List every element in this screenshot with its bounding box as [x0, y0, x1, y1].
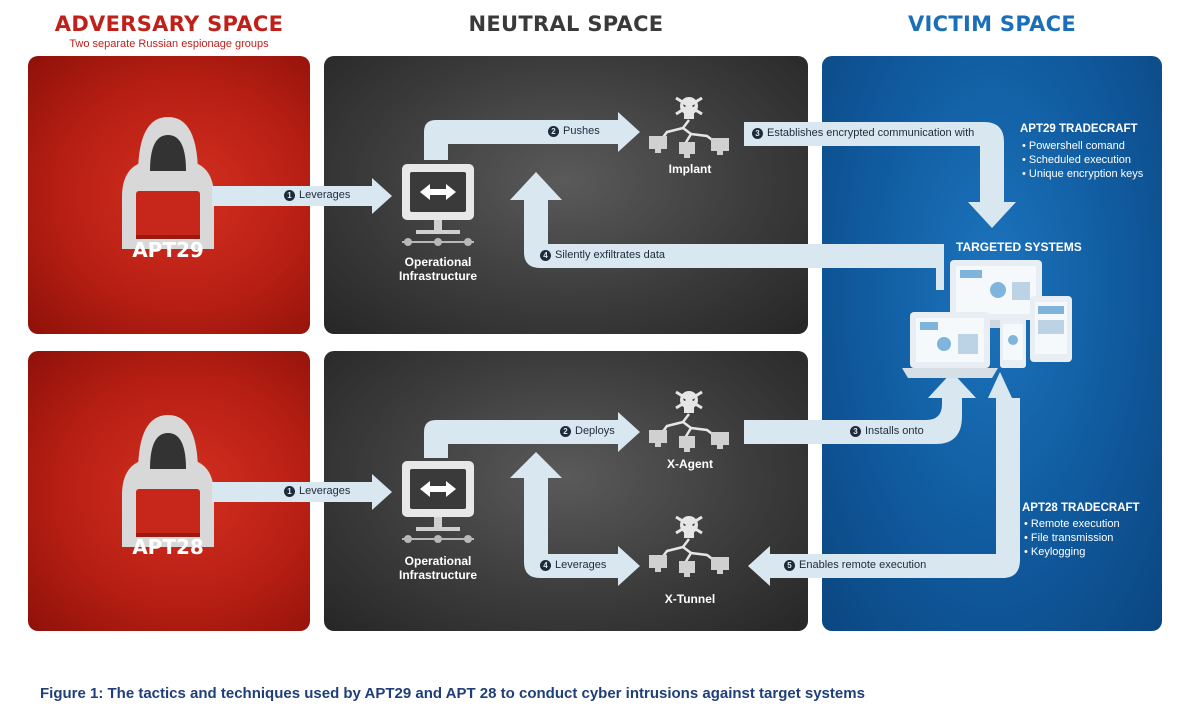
- apt29-tradecraft-item: • Scheduled execution: [1022, 154, 1132, 166]
- flow-arrows: [212, 112, 1020, 586]
- bottom-step-2-text: Deploys: [575, 425, 615, 437]
- bottom-step-5-text: Enables remote execution: [799, 559, 927, 571]
- bottom-step-3: 3 Installs onto: [850, 425, 924, 437]
- bottom-step-4-text: Leverages: [555, 559, 607, 571]
- bottom-step-3-number: 3: [850, 425, 861, 437]
- apt29-tradecraft-item: • Powershell comand: [1022, 140, 1125, 152]
- top-step-1-text: Leverages: [299, 189, 351, 201]
- bottom-step-4: 4 Leverages: [540, 559, 606, 571]
- apt29-label: APT29: [132, 238, 204, 262]
- top-step-3-number: 3: [752, 127, 763, 139]
- top-step-1-number: 1: [284, 189, 295, 201]
- top-step-3-text: Establishes encrypted communication with: [767, 127, 975, 139]
- bottom-step-1-number: 1: [284, 485, 295, 497]
- top-step-4: 4 Silently exfiltrates data: [540, 249, 665, 261]
- apt28-tradecraft-item: • Remote execution: [1024, 518, 1120, 530]
- infrastructure-top-line2: Infrastructure: [398, 269, 478, 283]
- operational-infrastructure-top-icon: [401, 163, 475, 247]
- apt28-label: APT28: [132, 535, 204, 559]
- apt29-tradecraft-title: APT29 TRADECRAFT: [1020, 123, 1138, 135]
- figure-caption: Figure 1: The tactics and techniques use…: [40, 685, 865, 702]
- apt28-tradecraft-item: • File transmission: [1024, 532, 1114, 544]
- top-step-4-text: Silently exfiltrates data: [555, 249, 666, 261]
- implant-label: Implant: [668, 162, 712, 176]
- x-agent-label: X-Agent: [667, 457, 713, 471]
- apt28-tradecraft-list: • Remote execution • File transmission •…: [1024, 517, 1120, 559]
- bottom-step-3-text: Installs onto: [865, 425, 924, 437]
- top-step-3: 3 Establishes encrypted communication wit…: [752, 127, 974, 139]
- bottom-step-4-number: 4: [540, 559, 551, 571]
- infrastructure-bottom-label: Operational Infrastructure: [384, 554, 492, 582]
- implant-icon: [647, 95, 731, 160]
- x-agent-icon: [647, 389, 731, 454]
- apt28-tradecraft-title: APT28 TRADECRAFT: [1022, 502, 1140, 514]
- bottom-step-2-number: 2: [560, 425, 571, 437]
- bottom-step-2: 2 Deploys: [560, 425, 615, 437]
- infrastructure-bottom-line1: Operational: [404, 554, 472, 568]
- top-step-2-text: Pushes: [563, 125, 600, 137]
- infrastructure-bottom-line2: Infrastructure: [398, 568, 478, 582]
- targeted-systems-devices: [902, 260, 1072, 378]
- apt29-tradecraft-item: • Unique encryption keys: [1022, 168, 1144, 180]
- top-step-4-number: 4: [540, 249, 551, 261]
- adversary-space-header: ADVERSARY SPACE: [54, 12, 284, 36]
- top-step-2: 2 Pushes: [548, 125, 600, 137]
- x-tunnel-icon: [647, 514, 731, 579]
- hacker-apt29-icon: [122, 117, 214, 249]
- top-step-1: 1 Leverages: [284, 189, 350, 201]
- infrastructure-top-line1: Operational: [404, 255, 472, 269]
- apt28-tradecraft-item: • Keylogging: [1024, 546, 1086, 558]
- adversary-space-subtitle: Two separate Russian espionage groups: [69, 38, 269, 50]
- victim-space-header: VICTIM SPACE: [907, 12, 1077, 36]
- operational-infrastructure-bottom-icon: [401, 460, 475, 544]
- bottom-step-5: 5 Enables remote execution: [784, 559, 926, 571]
- x-tunnel-label: X-Tunnel: [664, 592, 716, 606]
- bottom-step-5-number: 5: [784, 559, 795, 571]
- hacker-apt28-icon: [122, 415, 214, 547]
- apt29-tradecraft-list: • Powershell comand • Scheduled executio…: [1022, 139, 1143, 181]
- bottom-step-1: 1 Leverages: [284, 485, 350, 497]
- infrastructure-top-label: Operational Infrastructure: [384, 255, 492, 283]
- targeted-systems-label: TARGETED SYSTEMS: [956, 240, 1082, 254]
- neutral-space-header: NEUTRAL SPACE: [468, 12, 664, 36]
- top-step-2-number: 2: [548, 125, 559, 137]
- bottom-step-1-text: Leverages: [299, 485, 351, 497]
